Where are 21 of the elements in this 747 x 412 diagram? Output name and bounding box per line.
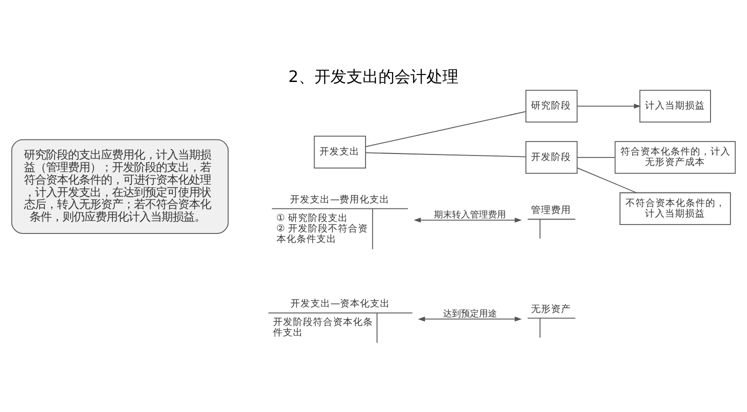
node-text: 管理费用	[531, 204, 572, 216]
node-text: 开发支出—费用化支出 ① 研究阶段支出 ② 开发阶段不符合资本化条件支出	[276, 194, 390, 246]
node-box: 开发支出	[314, 136, 366, 168]
arrow	[418, 316, 522, 322]
arrow	[576, 104, 641, 109]
node-box: 开发阶段	[525, 141, 578, 174]
node-box: 研究阶段	[525, 90, 578, 123]
connector	[576, 156, 616, 158]
node-text: 开发支出—资本化支出 开发阶段符合资本化条件支出	[272, 298, 390, 339]
connector	[576, 167, 637, 194]
node-box: 研究阶段的支出应费用化，计入当期损益（管理费用）；开发阶段的支出，若符合资本化条件的，可进行资本化处理，计入开发支出，在达到预定可使用状态后，转入无形资产；若不符合资本化条件，则仍应费用化计入当期损益。	[11, 139, 229, 234]
diagram-title: 2、开发支出的会计处理	[288, 66, 459, 86]
connector	[365, 111, 526, 148]
node-box: 不符合资本化条件的，计入当期损益	[620, 192, 731, 225]
node-box: 符合资本化条件的，计入无形资产成本	[614, 141, 736, 174]
node-text: 无形资产	[531, 304, 572, 315]
node-box: 计入当期损益	[639, 90, 711, 123]
edge-label: 达到预定用途	[442, 309, 497, 320]
connector	[365, 152, 526, 158]
edge-label: 期末转入管理费用	[434, 210, 506, 220]
arrow	[414, 218, 522, 223]
